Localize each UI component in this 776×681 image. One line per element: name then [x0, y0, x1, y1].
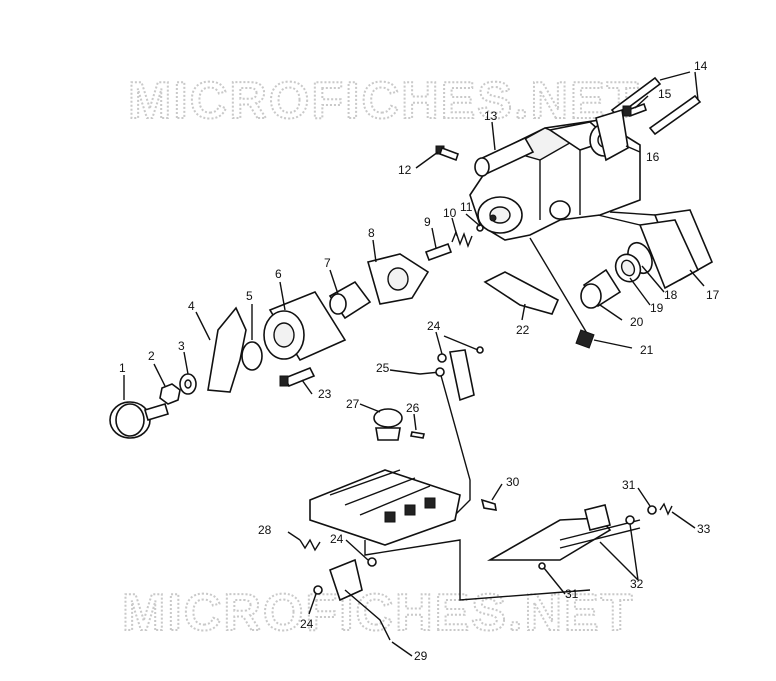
- grate-plate: [309, 469, 461, 546]
- callout-4: 4: [188, 299, 195, 313]
- callout-32: 32: [630, 577, 644, 591]
- cover-22: [483, 271, 560, 315]
- seals-18-19: [614, 241, 653, 283]
- throttle-housing: [469, 119, 641, 241]
- spring-28: [299, 538, 321, 552]
- callout-28: 28: [258, 523, 272, 537]
- callout-5: 5: [246, 289, 253, 303]
- callout-33: 33: [697, 522, 711, 536]
- callout-1: 1: [119, 361, 126, 375]
- link-bracket: [449, 349, 475, 402]
- callout-labels: 1 2 3 4 5 6 7 8 9 10 11 12 13 14 15 16 1…: [119, 59, 720, 663]
- washer-31: [647, 505, 657, 515]
- plug-21: [529, 237, 595, 349]
- callout-18: 18: [664, 288, 678, 302]
- callout-24-bottom: 24: [300, 617, 314, 631]
- lever-4: [207, 306, 247, 393]
- callout-20: 20: [630, 315, 644, 329]
- callout-7: 7: [324, 256, 331, 270]
- callout-24-mid: 24: [330, 532, 344, 546]
- callout-12: 12: [398, 163, 412, 177]
- washer-3: [179, 373, 197, 395]
- callout-30: 30: [506, 475, 520, 489]
- clevis-29: [313, 557, 391, 641]
- callout-31-top: 31: [622, 478, 636, 492]
- watermark-top: MICROFICHES.NET: [128, 72, 640, 130]
- screw-23: [279, 366, 316, 388]
- knob-27: [373, 408, 403, 441]
- callout-21: 21: [640, 343, 654, 357]
- callout-23: 23: [318, 387, 332, 401]
- rod-25: [419, 367, 471, 516]
- spring-10-11: [451, 224, 484, 249]
- callout-31-bottom: 31: [565, 587, 579, 601]
- bracket-16: [595, 108, 629, 162]
- callout-27: 27: [346, 397, 360, 411]
- callout-9: 9: [424, 215, 431, 229]
- plates-17: [597, 209, 714, 290]
- callout-17: 17: [706, 288, 720, 302]
- gasket-8: [367, 253, 430, 305]
- callout-25: 25: [376, 361, 390, 375]
- cylinder-20: [580, 268, 622, 309]
- callout-22: 22: [516, 323, 530, 337]
- callout-13: 13: [484, 109, 498, 123]
- clip-24a: [437, 353, 447, 363]
- pedal-bracket: [486, 504, 641, 570]
- callout-14: 14: [694, 59, 708, 73]
- callout-16: 16: [646, 150, 660, 164]
- screw-12: [435, 145, 460, 162]
- screw-15: [622, 102, 648, 118]
- housing-6: [263, 291, 347, 362]
- callout-11: 11: [460, 200, 473, 214]
- callout-15: 15: [658, 87, 672, 101]
- knob-1: [109, 401, 169, 439]
- callout-6: 6: [275, 267, 282, 281]
- clip-30: [480, 498, 497, 511]
- callout-2: 2: [148, 349, 155, 363]
- pin-26: [410, 431, 425, 439]
- nut-2: [159, 383, 181, 405]
- callout-24-top: 24: [427, 319, 441, 333]
- callout-19: 19: [650, 301, 664, 315]
- callout-26: 26: [406, 401, 420, 415]
- callout-10: 10: [443, 206, 457, 220]
- callout-3: 3: [178, 339, 185, 353]
- part-7: [328, 280, 372, 320]
- callout-8: 8: [368, 226, 375, 240]
- spring-33: [659, 502, 673, 516]
- callout-29: 29: [414, 649, 428, 663]
- pin-9: [424, 242, 453, 262]
- leader-lines: [123, 95, 705, 657]
- oring-5: [241, 341, 263, 371]
